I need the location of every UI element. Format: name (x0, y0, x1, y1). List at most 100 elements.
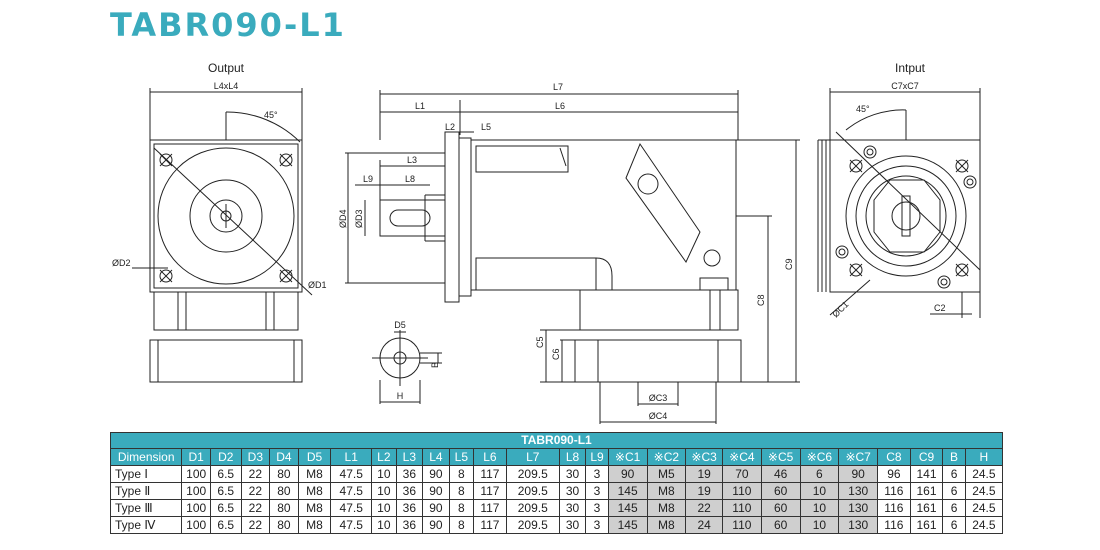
table-cell: 10 (371, 465, 397, 483)
table-cell: 36 (395, 465, 424, 483)
table-cell: 6 (942, 482, 966, 500)
table-cell: 3 (585, 482, 609, 500)
table-cell: 161 (909, 482, 944, 500)
dim-c2: C2 (934, 303, 946, 313)
table-cell: 6 (942, 499, 966, 517)
table-cell: 130 (838, 499, 879, 517)
table-cell: 19 (685, 482, 723, 500)
table-header-cell: C9 (909, 448, 944, 466)
dim-l3: L3 (407, 155, 417, 165)
table-cell: 100 (181, 465, 211, 483)
table-cell: 6.5 (209, 482, 242, 500)
table-cell: 30 (558, 516, 587, 534)
table-cell: M8 (297, 499, 332, 517)
row-label: Type Ⅰ (109, 465, 183, 483)
dim-d3: ØD3 (354, 209, 364, 228)
table-cell: 10 (371, 482, 397, 500)
table-cell: 116 (877, 499, 911, 517)
table-cell: 70 (721, 465, 762, 483)
table-header-cell: L4 (422, 448, 450, 466)
output-view (132, 88, 313, 383)
table-cell: 141 (909, 465, 944, 483)
table-cell: 161 (909, 499, 944, 517)
input-view-label: Intput (895, 61, 926, 75)
table-cell: 36 (395, 482, 424, 500)
table-cell: 3 (585, 499, 609, 517)
table-cell: 10 (799, 499, 840, 517)
table-cell: 90 (422, 465, 450, 483)
table-cell: 209.5 (505, 465, 560, 483)
table-cell: 24 (685, 516, 723, 534)
output-view-label: Output (208, 61, 245, 75)
table-cell: 116 (877, 516, 911, 534)
table-cell: 90 (422, 516, 450, 534)
table-cell: 8 (448, 499, 475, 517)
table-cell: 145 (607, 499, 648, 517)
table-cell: M5 (646, 465, 687, 483)
table-cell: 8 (448, 516, 475, 534)
table-header-cell: H (964, 448, 1004, 466)
table-cell: 161 (909, 516, 944, 534)
table-cell: 60 (760, 482, 801, 500)
page-title: TABR090-L1 (110, 6, 346, 44)
table-header-cell: ※C6 (799, 448, 840, 466)
table-cell: 100 (181, 499, 211, 517)
side-view (345, 90, 800, 424)
table-cell: 47.5 (330, 499, 373, 517)
table-cell: 6 (942, 516, 966, 534)
table-header-cell: D3 (240, 448, 271, 466)
table-header-cell: ※C3 (685, 448, 723, 466)
table-cell: 8 (448, 465, 475, 483)
table-cell: 6.5 (209, 516, 242, 534)
table-cell: 96 (877, 465, 911, 483)
table-cell: 10 (371, 499, 397, 517)
dim-c7xc7: C7xC7 (891, 81, 919, 91)
table-header-cell: L2 (371, 448, 397, 466)
dim-c8: C8 (756, 294, 766, 306)
table-cell: M8 (297, 482, 332, 500)
table-cell: 100 (181, 516, 211, 534)
table-cell: 116 (877, 482, 911, 500)
table-cell: 117 (473, 516, 507, 534)
table-header-cell: ※C1 (607, 448, 648, 466)
table-cell: 24.5 (964, 465, 1004, 483)
table-cell: 6 (942, 465, 966, 483)
technical-drawing: Output Intput L4xL4 45° ØD2 ØD1 L7 L1 L6… (112, 61, 981, 424)
table-cell: 145 (607, 516, 648, 534)
table-cell: 110 (721, 482, 762, 500)
table-cell: 22 (240, 482, 271, 500)
table-header-cell: Dimension (109, 448, 183, 466)
dim-d4: ØD4 (338, 209, 348, 228)
table-cell: 22 (240, 465, 271, 483)
table-cell: 110 (721, 499, 762, 517)
table-cell: 130 (838, 516, 879, 534)
table-header-cell: D4 (269, 448, 299, 466)
table-header-cell: ※C5 (760, 448, 801, 466)
table-cell: 30 (558, 499, 587, 517)
table-header-cell: L9 (585, 448, 609, 466)
dim-l1: L1 (415, 101, 425, 111)
table-cell: 47.5 (330, 482, 373, 500)
table-cell: M8 (297, 465, 332, 483)
dim-d2: ØD2 (112, 258, 131, 268)
table-cell: 10 (799, 516, 840, 534)
row-label: Type Ⅱ (109, 482, 183, 500)
table-header-cell: D1 (181, 448, 211, 466)
table-header-cell: L8 (558, 448, 587, 466)
table-header-cell: L6 (473, 448, 507, 466)
table-cell: 90 (422, 499, 450, 517)
table-cell: 209.5 (505, 482, 560, 500)
table-cell: 80 (269, 465, 299, 483)
table-cell: 6.5 (209, 499, 242, 517)
table-cell: 90 (607, 465, 648, 483)
table-cell: 22 (240, 516, 271, 534)
table-cell: 30 (558, 465, 587, 483)
table-cell: 10 (799, 482, 840, 500)
dim-l9: L9 (363, 174, 373, 184)
table-cell: 110 (721, 516, 762, 534)
dim-c4: ØC4 (649, 411, 668, 421)
table-cell: 19 (685, 465, 723, 483)
table-cell: 80 (269, 516, 299, 534)
